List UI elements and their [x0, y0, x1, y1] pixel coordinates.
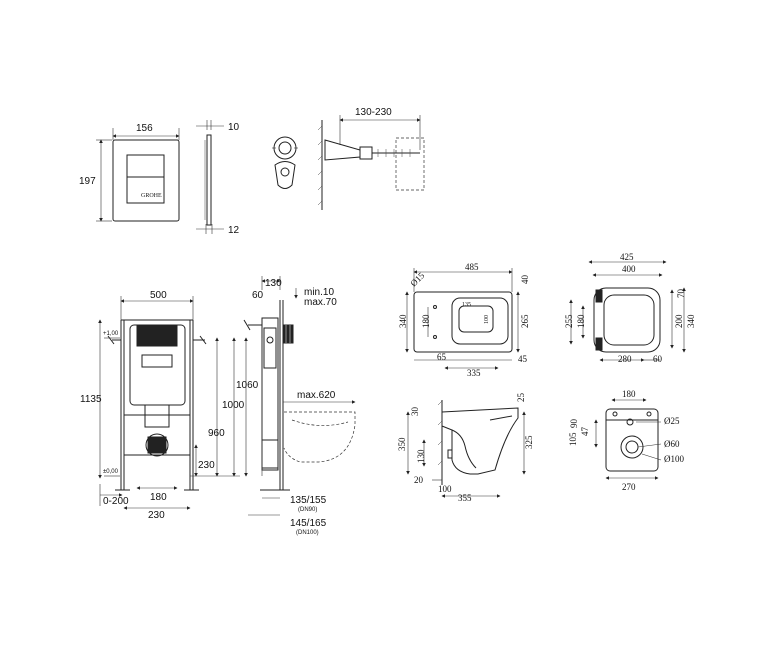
- side-top-60-label: 60: [252, 290, 264, 301]
- side-max-620-label: max.620: [297, 390, 336, 401]
- bowl-height-180-label: 180: [421, 314, 431, 328]
- bowl-side-profile: [441, 407, 519, 475]
- plate-depth-top-label: 10: [228, 122, 240, 133]
- plate-width-label: 156: [136, 123, 153, 134]
- bowl-front-outline: [605, 408, 659, 472]
- bowl-front-d100-label: Ø100: [664, 454, 684, 464]
- bowl-335-label: 335: [467, 368, 481, 378]
- flush-actuator-detail: [272, 136, 298, 189]
- drain-connector: [147, 436, 167, 454]
- dim-1000-label: 1000: [222, 400, 245, 411]
- bowl-front-d25-label: Ø25: [664, 416, 680, 426]
- bowl-front-d60-label: Ø60: [664, 439, 680, 449]
- bowl-side-25-label: 25: [516, 393, 526, 403]
- seat-top-view: 425 400 255 180 200 340 70 280 60: [564, 252, 696, 364]
- bowl-front-105-label: 105: [568, 432, 578, 446]
- dim-180-label: 180: [150, 492, 167, 503]
- bracket-range-label: 130-230: [355, 107, 392, 118]
- seat-340-label: 340: [686, 314, 696, 328]
- seat-70-label: 70: [676, 289, 686, 299]
- frame-width-label: 500: [150, 290, 167, 301]
- bowl-45-label: 45: [518, 354, 528, 364]
- seat-255-label: 255: [564, 314, 574, 328]
- plate-brand-logo: GROHE: [141, 193, 162, 199]
- seat-width-425-label: 425: [620, 252, 634, 262]
- bowl-top-view: 485 40 Ø15 135 100 340 180 265 65 335 45: [398, 262, 530, 378]
- flush-plate-outline: [112, 139, 180, 222]
- wall-bracket-detail: 130-230: [317, 107, 425, 210]
- bowl-side-350-label: 350: [397, 437, 407, 451]
- bowl-side-20-label: 20: [414, 475, 424, 485]
- seat-280-label: 280: [618, 354, 632, 364]
- bowl-65-label: 65: [437, 352, 447, 362]
- bowl-side-130-label: 130: [416, 449, 426, 463]
- flush-button-large: [126, 154, 165, 204]
- bowl-hole-diameter-label: Ø15: [408, 270, 426, 288]
- bowl-top-40-label: 40: [520, 275, 530, 285]
- seat-lid-inner: [603, 294, 655, 346]
- dim-230-label: 230: [198, 460, 215, 471]
- seat-180-label: 180: [576, 314, 586, 328]
- cistern-opening: [136, 325, 178, 347]
- side-min-label: min.10: [304, 287, 334, 298]
- bowl-top-outline: [413, 291, 513, 353]
- plate-depth-bottom-label: 12: [228, 225, 240, 236]
- frame-height-label: 1135: [80, 394, 102, 405]
- dn90-label: (DN90): [298, 507, 317, 513]
- dn100-label: (DN100): [296, 530, 319, 536]
- flush-plate-front-view: 156 GROHE 197: [79, 123, 180, 222]
- bowl-front-view: 180 90 105 47 Ø25 Ø60 Ø100 270: [568, 389, 684, 492]
- dn90-size-label: 135/155: [290, 495, 327, 506]
- bowl-front-47-label: 47: [580, 427, 590, 437]
- dim-230-bottom-label: 230: [148, 510, 165, 521]
- bowl-side-100-label: 100: [438, 484, 452, 494]
- frame-front-view: 500 1135 +1,00 ±0,00 960 1000: [80, 290, 245, 521]
- bowl-rim-outline: [451, 297, 509, 345]
- seat-width-400-label: 400: [622, 264, 636, 274]
- frame-side-view: 130 60 min.10 max.70 1060 max.620 135/15…: [236, 276, 356, 536]
- seat-outline: [593, 287, 661, 353]
- bowl-side-355-label: 355: [458, 493, 472, 503]
- bowl-front-270-label: 270: [622, 482, 636, 492]
- seat-200-label: 200: [674, 314, 684, 328]
- bowl-side-view: 30 25 350 130 325 20 100 355: [397, 393, 534, 504]
- dn100-size-label: 145/165: [290, 518, 327, 529]
- side-pipe-section: [282, 324, 294, 344]
- level-zero-label: ±0,00: [103, 469, 119, 475]
- dim-960-label: 960: [208, 428, 225, 439]
- seat-60-label: 60: [653, 354, 663, 364]
- dim-bottom-range-label: 0-200: [103, 496, 129, 507]
- bowl-inner-135-label: 135: [462, 302, 471, 308]
- side-1060-label: 1060: [236, 380, 259, 391]
- bowl-inner-100-label: 100: [484, 315, 490, 324]
- bowl-side-30-label: 30: [410, 407, 420, 417]
- side-max-label: max.70: [304, 297, 337, 308]
- level-plus-one-label: +1,00: [103, 331, 119, 337]
- bowl-width-485-label: 485: [465, 262, 479, 272]
- flush-plate-side-view: 10 12: [196, 120, 240, 236]
- side-top-130-label: 130: [265, 278, 282, 289]
- bowl-front-180-label: 180: [622, 389, 636, 399]
- bowl-front-90-label: 90: [569, 419, 579, 429]
- bowl-height-265-label: 265: [520, 314, 530, 328]
- bowl-side-325-label: 325: [524, 435, 534, 449]
- plate-height-label: 197: [79, 176, 96, 187]
- bowl-height-340-label: 340: [398, 314, 408, 328]
